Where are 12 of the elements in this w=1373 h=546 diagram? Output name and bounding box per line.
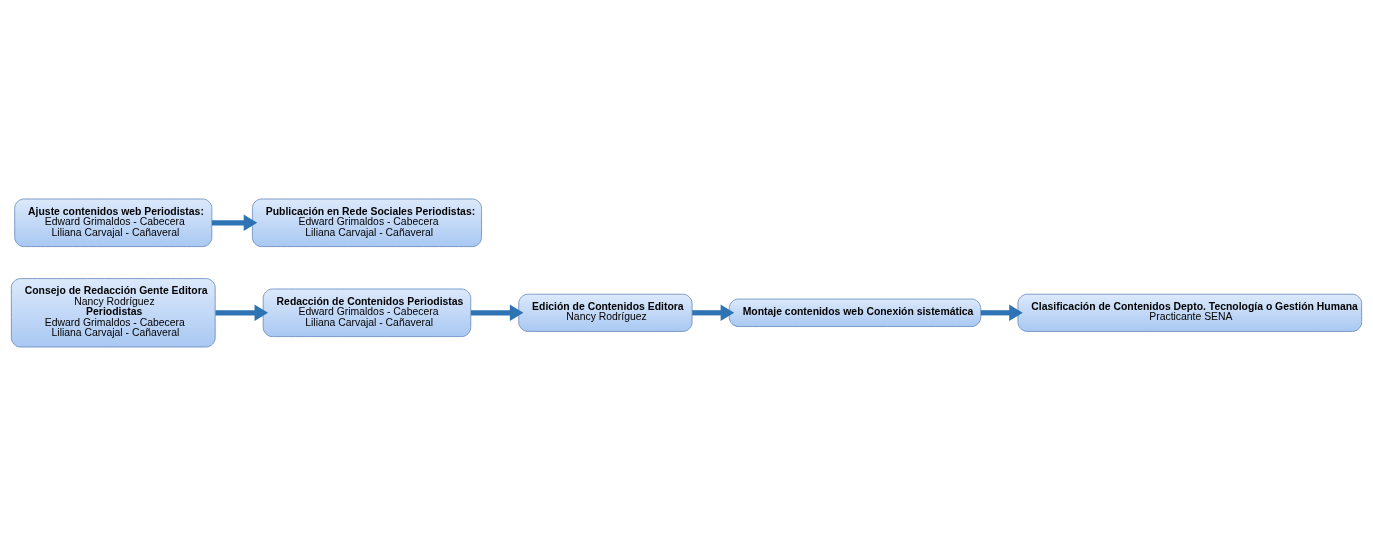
node-box: Ajuste contenidos web Periodistas: Edward Grimaldos - Cabecera Liliana Carvajal - Cañaveral — [14, 198, 213, 247]
arrow — [692, 304, 735, 322]
arrow — [211, 214, 258, 232]
arrow — [470, 304, 524, 322]
node-box: Montaje contenidos web Conexión sistemática — [728, 298, 982, 327]
arrow — [215, 304, 269, 322]
arrow — [980, 304, 1023, 322]
node-box: Publicación en Rede Sociales Periodistas: Edward Grimaldos - Cabecera Liliana Carvajal - Cañaveral — [252, 198, 482, 247]
node-box: Redacción de Contenidos Periodistas Edward Grimaldos - Cabecera Liliana Carvajal - Cañaveral — [262, 288, 472, 337]
node-box: Consejo de Redacción Gente Editora Nancy Rodríguez Periodistas Edward Grimaldos - Cabecera Liliana Carvajal - Cañaveral — [11, 278, 216, 348]
node-box: Clasificación de Contenidos Depto. Tecnología o Gestión Humana Practicante SENA — [1017, 293, 1362, 332]
node-box: Edición de Contenidos Editora Nancy Rodríguez — [518, 293, 693, 332]
